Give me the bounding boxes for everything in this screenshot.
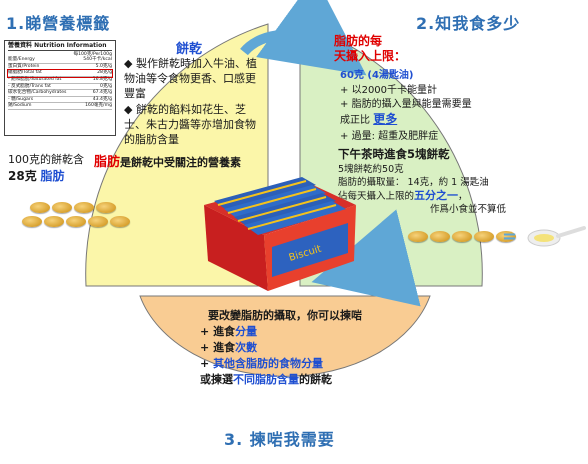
cookie	[96, 202, 116, 213]
cookie	[110, 216, 130, 227]
section3-last: 或揀選不同脂肪含量的餅乾	[200, 373, 332, 386]
plus-icon: +	[200, 325, 210, 338]
equals-sign: =	[502, 226, 518, 247]
arrow-right	[311, 209, 421, 307]
plus-icon: +	[200, 357, 210, 370]
diamond-icon: ◆	[124, 57, 133, 70]
section3-bullet1: + 進食分量	[200, 325, 258, 338]
cookie	[30, 202, 50, 213]
plus-icon: +	[340, 99, 349, 110]
section2-bullet2: + 脂肪的攝入量與能量需要量成正比 更多	[340, 99, 472, 126]
cookie	[474, 231, 494, 242]
cookie	[408, 231, 428, 242]
plus-icon: +	[200, 341, 210, 354]
section2-sub: 60克 (4湯匙油)	[340, 70, 414, 81]
nutrition-label: 營養資料 Nutrition Information 每100克/Per100g…	[4, 40, 116, 136]
more-link[interactable]: 更多	[373, 112, 398, 126]
section3-bullet3: + 其他含脂肪的食物分量	[200, 357, 324, 370]
section3-bullets: + 進食分量 + 進食次數 + 其他含脂肪的食物分量 或揀選不同脂肪含量的餅乾	[200, 324, 332, 388]
diamond-icon: ◆	[124, 103, 133, 116]
section1-bullet1: ◆ 製作餅乾時加入牛油、植物油等令食物更香、口感更豐富	[124, 57, 257, 100]
left-note-line2: 28克 脂肪	[8, 169, 65, 183]
section3-intro: 要改變脂肪的攝取，你可以揀啱	[208, 309, 362, 322]
step1-title: 1.睇營養標籤	[6, 14, 111, 33]
cracker-box-image: Biscuit	[204, 177, 356, 291]
cookie	[22, 216, 42, 227]
section2-bullets: + 以2000千卡能量計 + 脂肪的攝入量與能量需要量成正比 更多 + 過量: …	[340, 84, 480, 144]
section1-heading: 餅乾	[176, 42, 203, 57]
section2-bullet1: + 以2000千卡能量計	[340, 85, 438, 96]
nutrition-label-title: 營養資料 Nutrition Information	[8, 43, 112, 51]
tea-details: 5塊餅乾約50克 脂肪的攝取量： 14克，約 1 湯匙油 佔每天攝入上限的五分之…	[338, 164, 506, 215]
spoon-icon	[527, 226, 586, 247]
plus-icon: +	[340, 85, 349, 96]
cookie	[496, 231, 516, 242]
cookie	[66, 216, 86, 227]
section1-closing: 脂肪是餅乾中受關注的營養素	[94, 155, 242, 170]
step3-title: 3. 揀啱我需要	[224, 430, 335, 449]
cookie	[452, 231, 472, 242]
cookie	[74, 202, 94, 213]
cookies-right	[408, 231, 516, 242]
tea-heading: 下午茶時進食5塊餅乾	[338, 147, 450, 161]
cookie	[52, 202, 72, 213]
cookie	[88, 216, 108, 227]
nutrition-label-per: 每100克/Per100g	[73, 51, 112, 57]
cookie	[44, 216, 64, 227]
section1-bullet2: ◆ 餅乾的餡料如花生、芝士、朱古力醬等亦增加食物的脂肪含量	[124, 103, 256, 146]
section2-heading: 脂肪的每 天攝入上限：	[334, 34, 407, 63]
sector-peach	[139, 295, 431, 377]
step2-title: 2.知我食多少	[416, 14, 521, 33]
cookies-left	[22, 202, 130, 227]
section2-bullet3: + 過量: 超重及肥胖症	[340, 131, 439, 142]
left-note-line1: 100克的餅乾含	[8, 153, 84, 166]
plus-icon: +	[340, 131, 349, 142]
section3-bullet2: + 進食次數	[200, 341, 258, 354]
cookie	[430, 231, 450, 242]
left-note: 100克的餅乾含 28克 脂肪	[8, 152, 84, 184]
arrow-top	[240, 0, 367, 76]
